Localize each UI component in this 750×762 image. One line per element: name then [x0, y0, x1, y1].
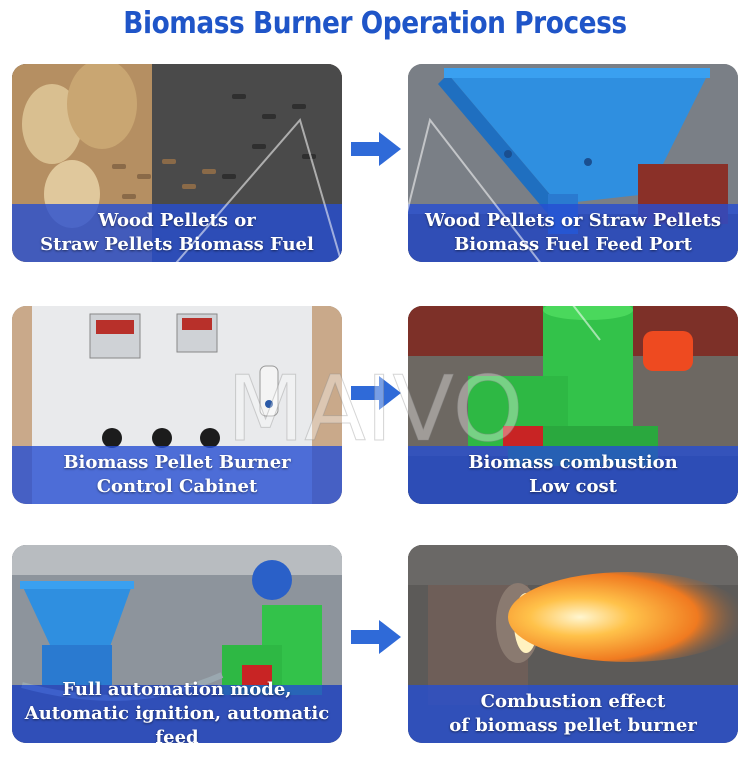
- step-card-feed-port: Wood Pellets or Straw Pellets Biomass Fu…: [408, 64, 738, 262]
- step-caption: Biomass Pellet Burner Control Cabinet: [12, 446, 342, 504]
- step-caption: Biomass combustion Low cost: [408, 446, 738, 504]
- caption-line-2: Control Cabinet: [96, 476, 258, 497]
- step-card-combustion: Biomass combustion Low cost: [408, 306, 738, 504]
- step-card-combustion-effect: Combustion effect of biomass pellet burn…: [408, 545, 738, 743]
- caption-line-2: Low cost: [529, 476, 617, 497]
- caption-line-1: Biomass Pellet Burner: [63, 452, 291, 473]
- caption-line-1: Wood Pellets or Straw Pellets: [424, 210, 721, 231]
- step-caption: Full automation mode, Automatic ignition…: [12, 679, 342, 743]
- caption-line-2: of biomass pellet burner: [449, 715, 697, 736]
- arrow-right-icon: [351, 132, 401, 166]
- step-card-control-cabinet: Biomass Pellet Burner Control Cabinet: [12, 306, 342, 504]
- step-caption: Combustion effect of biomass pellet burn…: [408, 685, 738, 743]
- step-card-automation: Full automation mode, Automatic ignition…: [12, 545, 342, 743]
- step-caption: Wood Pellets or Straw Pellets Biomass Fu…: [408, 204, 738, 262]
- caption-line-1: Biomass combustion: [468, 452, 678, 473]
- caption-line-2: Straw Pellets Biomass Fuel: [40, 234, 314, 255]
- arrow-right-icon: [351, 620, 401, 654]
- step-caption: Wood Pellets or Straw Pellets Biomass Fu…: [12, 204, 342, 262]
- step-card-fuel: Wood Pellets or Straw Pellets Biomass Fu…: [12, 64, 342, 262]
- caption-line-2: Biomass Fuel Feed Port: [454, 234, 692, 255]
- caption-line-1: Combustion effect: [480, 691, 666, 712]
- page-title: Biomass Burner Operation Process: [123, 6, 627, 41]
- caption-line-1: Wood Pellets or: [98, 210, 256, 231]
- arrow-right-icon: [351, 376, 401, 410]
- caption-line-2: Automatic ignition, automatic feed: [24, 703, 330, 743]
- caption-line-1: Full automation mode,: [62, 679, 292, 700]
